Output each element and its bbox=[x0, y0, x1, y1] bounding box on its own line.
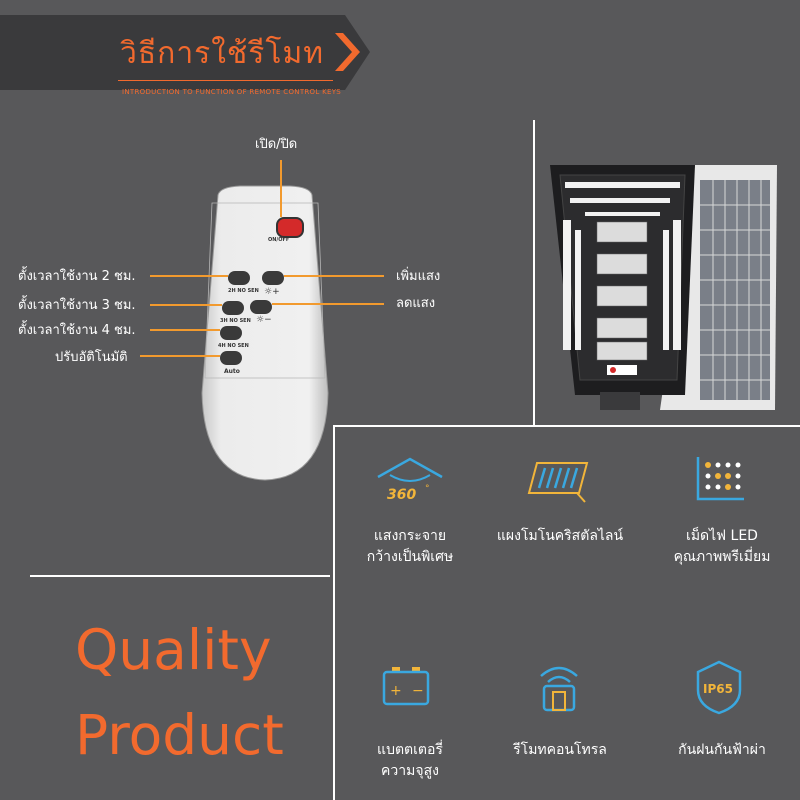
auto-label: Auto bbox=[224, 368, 240, 375]
power-button[interactable] bbox=[276, 217, 304, 238]
led-chip-icon bbox=[696, 457, 744, 501]
product-heading: Product bbox=[75, 703, 284, 767]
feature-led-line2: คุณภาพพรีเมี่ยม bbox=[673, 549, 771, 565]
ip65-shield-icon: IP65 bbox=[696, 660, 742, 715]
brightness-down-callout-line bbox=[272, 303, 384, 305]
svg-text:°: ° bbox=[425, 484, 430, 494]
battery-icon: + − bbox=[382, 667, 430, 706]
title-underline bbox=[118, 80, 333, 81]
on-off-label: ON/OFF bbox=[268, 237, 290, 243]
feature-led-line1: เม็ดไฟ LED bbox=[686, 528, 758, 544]
feature-label-remote: รีโมทคอนโทรล bbox=[480, 740, 640, 761]
power-callout-line bbox=[280, 160, 282, 217]
auto-callout-line bbox=[140, 355, 220, 357]
feature-label-battery: แบตตเตอรี่ ความจุสูง bbox=[330, 740, 490, 782]
timer-2h-button[interactable] bbox=[228, 271, 250, 285]
brightness-up-button[interactable] bbox=[262, 271, 284, 285]
page-title: วิธีการใช้รีโมท bbox=[120, 36, 325, 71]
timer-3h-callout: ตั้งเวลาใช้งาน 3 ชม. bbox=[18, 298, 136, 313]
solar-street-light-image bbox=[550, 165, 777, 410]
auto-button[interactable] bbox=[220, 351, 242, 365]
feature-battery-line2: ความจุสูง bbox=[381, 763, 439, 779]
feature-label-ip65: กันฝนกันฟ้าผ่า bbox=[642, 740, 800, 761]
timer-2h-callout-line bbox=[150, 275, 228, 277]
feature-remote-line1: รีโมทคอนโทรล bbox=[513, 742, 607, 758]
feature-label-led: เม็ดไฟ LED คุณภาพพรีเมี่ยม bbox=[642, 526, 800, 568]
divider-vertical-top bbox=[533, 120, 535, 425]
auto-callout: ปรับอัติโนมัติ bbox=[55, 350, 128, 365]
svg-text:IP65: IP65 bbox=[703, 682, 733, 696]
feature-battery-line1: แบตตเตอรี่ bbox=[377, 742, 443, 758]
feature-360-line2: กว้างเป็นพิเศษ bbox=[366, 549, 454, 565]
feature-360-line1: แสงกระจาย bbox=[373, 528, 447, 544]
timer-2h-label: 2H NO SEN bbox=[228, 288, 259, 294]
timer-3h-button[interactable] bbox=[222, 301, 244, 315]
svg-text:+: + bbox=[390, 683, 402, 699]
timer-4h-label: 4H NO SEN bbox=[218, 343, 249, 349]
sun-plus-icon: ☼+ bbox=[264, 287, 280, 297]
brightness-down-callout: ลดแสง bbox=[396, 296, 436, 311]
feature-label-360: แสงกระจาย กว้างเป็นพิเศษ bbox=[330, 526, 490, 568]
divider-horizontal-mid bbox=[333, 425, 800, 427]
feature-solar-line1: แผงโมโนคริสตัลไลน์ bbox=[496, 528, 624, 544]
brightness-up-callout: เพิ่มแสง bbox=[396, 269, 441, 284]
brightness-up-callout-line bbox=[284, 275, 384, 277]
page-subtitle: INTRODUCTION TO FUNCTION OF REMOTE CONTR… bbox=[122, 88, 342, 96]
power-callout-label: เปิด/ปิด bbox=[255, 137, 298, 152]
timer-3h-callout-line bbox=[150, 304, 222, 306]
divider-horizontal-left bbox=[30, 575, 330, 577]
timer-3h-label: 3H NO SEN bbox=[220, 318, 251, 324]
feature-ip65-line1: กันฝนกันฟ้าผ่า bbox=[678, 742, 766, 758]
solar-panel-icon bbox=[527, 462, 589, 503]
header-banner bbox=[0, 15, 370, 90]
divider-vertical-bottom bbox=[333, 425, 335, 800]
quality-heading: Quality bbox=[75, 618, 272, 682]
svg-text:−: − bbox=[412, 683, 424, 699]
feature-label-solar: แผงโมโนคริสตัลไลน์ bbox=[480, 526, 640, 547]
remote-signal-icon bbox=[540, 666, 578, 712]
timer-4h-button[interactable] bbox=[220, 326, 242, 340]
timer-4h-callout-line bbox=[150, 329, 220, 331]
360-light-icon: 360 ° bbox=[377, 457, 443, 503]
sun-minus-icon: ☼− bbox=[256, 315, 272, 325]
svg-text:360: 360 bbox=[387, 487, 416, 503]
remote-control bbox=[201, 185, 329, 481]
timer-2h-callout: ตั้งเวลาใช้งาน 2 ชม. bbox=[18, 269, 136, 284]
brightness-down-button[interactable] bbox=[250, 300, 272, 314]
timer-4h-callout: ตั้งเวลาใช้งาน 4 ชม. bbox=[18, 323, 136, 338]
